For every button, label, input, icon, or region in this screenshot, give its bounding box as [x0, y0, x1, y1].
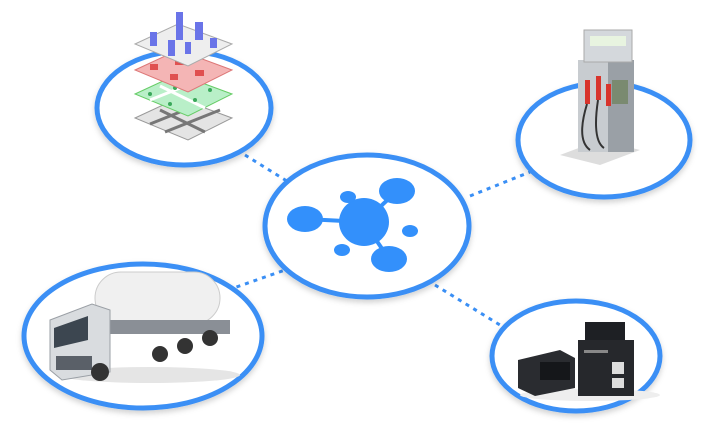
- obd-device-icon: [518, 322, 660, 401]
- dotted-connectors: [227, 153, 531, 327]
- connector-device: [434, 283, 501, 327]
- tanker-truck-icon: [49, 271, 240, 383]
- fuel-pump-icon: [560, 29, 640, 165]
- connector-truck: [227, 268, 286, 292]
- network-hub-icon: [287, 178, 418, 272]
- connector-map: [244, 153, 291, 185]
- layered-map-icon: [133, 12, 234, 141]
- connector-pump: [469, 170, 531, 198]
